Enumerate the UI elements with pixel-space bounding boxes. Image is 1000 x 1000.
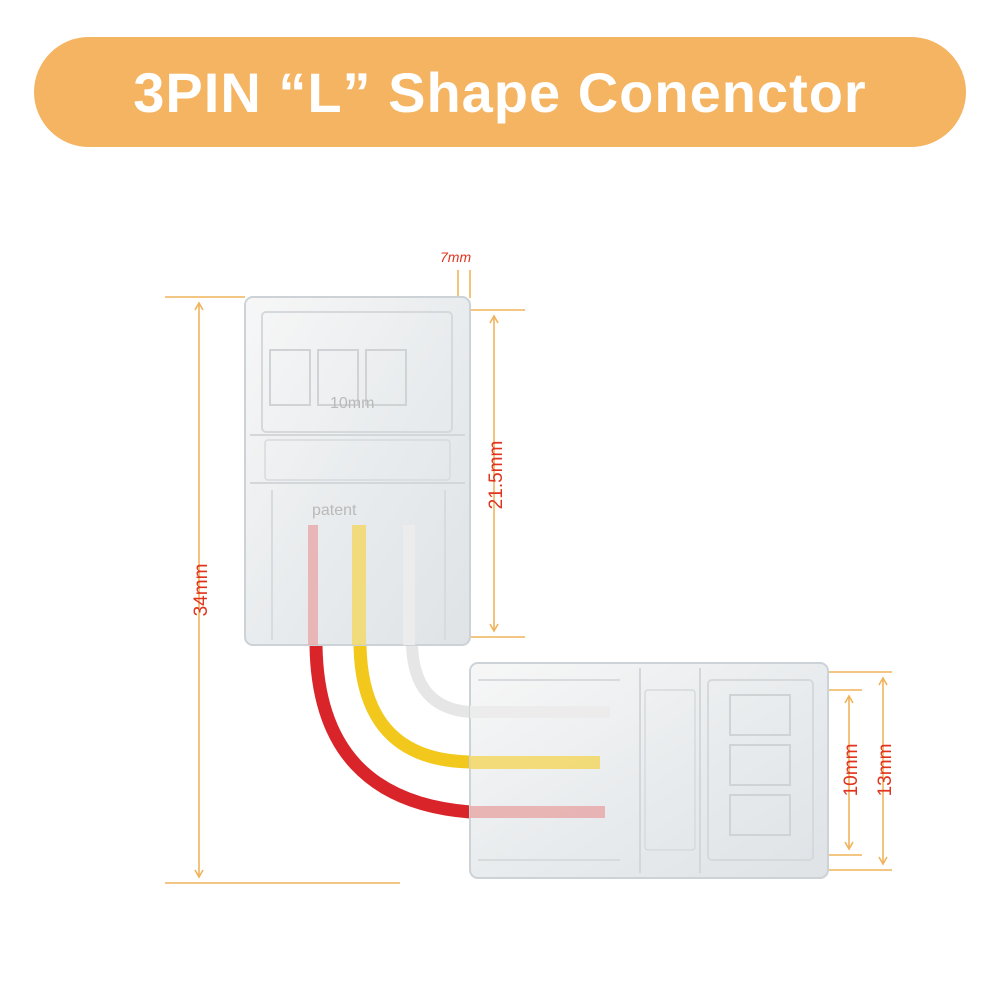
title-banner: 3PIN “L” Shape Conenctor <box>34 37 966 147</box>
dim-label-7mm: 7mm <box>440 249 471 265</box>
dim-label-13mm: 13mm <box>875 744 896 797</box>
dim-label-34mm: 34mm <box>191 564 212 617</box>
wires <box>309 638 477 819</box>
banner-title: 3PIN “L” Shape Conenctor <box>133 60 867 124</box>
dim-label-10mm: 10mm <box>841 744 862 797</box>
molded-size-text: 10mm <box>330 395 374 412</box>
molded-patent-text: patent <box>312 502 357 519</box>
upper-connector: 10mm patent <box>244 296 471 646</box>
dim-label-21-5mm: 21.5mm <box>486 441 507 510</box>
dimension-lines <box>165 270 892 884</box>
side-connector <box>469 662 829 879</box>
